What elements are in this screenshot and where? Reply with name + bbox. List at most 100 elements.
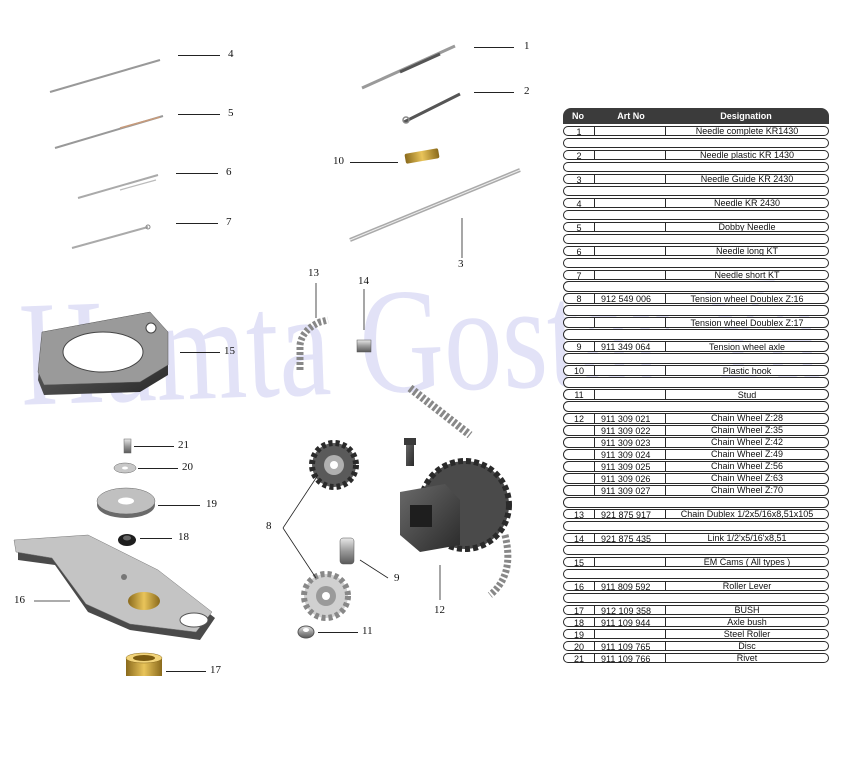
row-designation: Chain Wheel Z:70 (710, 485, 784, 496)
row-designation: Chain Dublex 1/2x5/16x8,51x105 (680, 509, 814, 520)
row-designation: Chain Wheel Z:49 (710, 449, 784, 460)
row-no: 14 (564, 534, 595, 543)
row-no (564, 139, 594, 147)
row-art-no: 911 109 765 (595, 642, 666, 651)
row-art-no (595, 270, 666, 279)
row-designation: Tension wheel axle (708, 341, 786, 352)
row-no (564, 462, 595, 471)
em-cam (37, 311, 169, 395)
callout-10-leader (350, 162, 398, 163)
callout-1-leader (474, 47, 514, 48)
row-art-no (594, 354, 664, 362)
row-art-no (594, 187, 664, 195)
callout-10: 10 (333, 155, 344, 167)
row-no: 20 (564, 642, 595, 651)
row-no (564, 283, 594, 291)
row-art-no (594, 139, 664, 147)
row-art-no (594, 211, 664, 219)
row-designation: EM Cams ( All types ) (703, 557, 791, 568)
row-art-no: 911 309 027 (595, 486, 666, 495)
row-no: 6 (564, 246, 595, 255)
row-no (564, 354, 594, 362)
callout-6-leader (176, 173, 218, 174)
row-no: 5 (564, 222, 595, 231)
header-designation: Designation (720, 111, 772, 121)
row-no (564, 438, 595, 447)
table-row: 4 Needle KR 2430 (563, 197, 829, 208)
row-designation: Axle bush (727, 617, 767, 628)
row-art-no: 912 549 006 (595, 294, 666, 303)
row-art-no (594, 546, 664, 554)
row-art-no (594, 306, 664, 314)
table-row (563, 209, 829, 220)
row-no (564, 211, 594, 219)
row-designation: Needle short KT (714, 269, 780, 280)
row-art-no: 911 309 026 (595, 474, 666, 483)
row-no: 19 (564, 630, 595, 639)
callout-18: 18 (178, 531, 189, 543)
row-no: 15 (564, 558, 595, 567)
table-row (563, 329, 829, 340)
row-art-no (594, 259, 664, 267)
callout-1: 1 (524, 40, 530, 52)
row-no (564, 402, 594, 410)
row-designation: Stud (737, 389, 757, 400)
callout-7-leader (176, 223, 218, 224)
rivet (123, 438, 132, 454)
plastic-hook (404, 148, 440, 164)
row-designation: Disc (738, 641, 756, 652)
callout-19-leader (158, 505, 200, 506)
row-no: 1 (564, 126, 595, 135)
header-art-no: Art No (617, 111, 645, 121)
needle-long-kt (77, 174, 159, 199)
row-art-no (595, 318, 666, 327)
row-designation: Steel Roller (723, 629, 771, 640)
row-art-no (595, 366, 666, 375)
row-art-no (594, 402, 664, 410)
row-no: 16 (564, 582, 595, 591)
callout-11: 11 (362, 625, 373, 637)
row-art-no (595, 222, 666, 231)
needle-guide (349, 168, 521, 242)
callout-15: 15 (224, 345, 235, 357)
row-no: 21 (564, 654, 595, 663)
row-art-no (595, 174, 666, 183)
row-designation: Needle KR 2430 (713, 197, 781, 208)
row-designation: Chain Wheel Z:56 (710, 461, 784, 472)
callout-9-leader (359, 559, 389, 579)
row-no: 7 (564, 270, 595, 279)
row-designation: Needle complete KR1430 (695, 125, 799, 136)
table-row (563, 137, 829, 148)
callout-5-leader (178, 114, 220, 115)
table-row: 7 Needle short KT (563, 269, 829, 280)
row-no (564, 498, 594, 506)
callout-4-leader (178, 55, 220, 56)
steel-roller (96, 487, 156, 518)
table-row (563, 161, 829, 172)
row-art-no (594, 330, 664, 338)
tension-wheel-lower (301, 571, 351, 621)
table-row (563, 353, 829, 364)
row-designation: Roller Lever (722, 581, 772, 592)
table-row: 1 Needle complete KR1430 (563, 125, 829, 136)
row-no: 4 (564, 198, 595, 207)
callout-19: 19 (206, 498, 217, 510)
tension-wheel-axle (339, 537, 355, 565)
chain-wheel (400, 458, 512, 552)
row-art-no (594, 283, 664, 291)
row-no (564, 426, 595, 435)
callout-8: 8 (266, 520, 272, 532)
row-no (564, 474, 595, 483)
row-no (564, 318, 595, 327)
table-row (563, 233, 829, 244)
callout-16: 16 (14, 594, 25, 606)
